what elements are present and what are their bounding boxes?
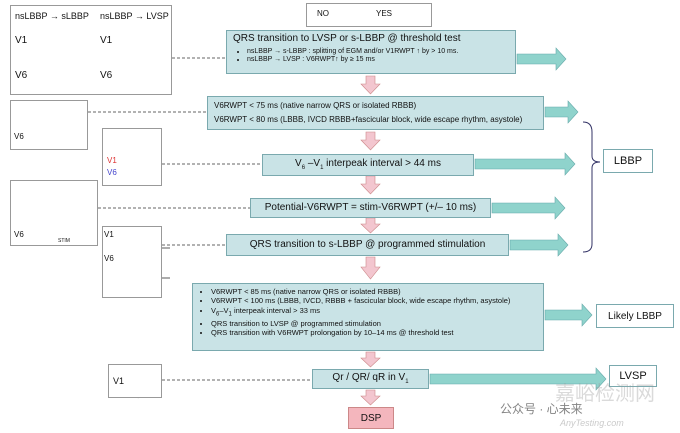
outcome-dsp: DSP bbox=[348, 407, 394, 429]
yes-arrow-step5 bbox=[509, 233, 569, 257]
panel1-lead-v1-a: V1 bbox=[15, 35, 28, 46]
no-arrow-2 bbox=[360, 131, 381, 151]
step3-box: V6 –V1 interpeak interval > 44 ms bbox=[262, 154, 474, 176]
step1-title: QRS transition to LVSP or s-LBBP @ thres… bbox=[233, 33, 461, 44]
step6-bullet-3: V6–V1 interpeak interval > 33 ms bbox=[211, 306, 539, 319]
watermark-line3: AnyTesting.com bbox=[560, 418, 624, 428]
step3-text: V6 –V1 interpeak interval > 44 ms bbox=[295, 157, 441, 171]
panel3-lead-v1: V1 bbox=[107, 156, 117, 165]
legend-yes-label: YES bbox=[376, 9, 393, 18]
step7-text: Qr / QR/ qR in V1 bbox=[332, 371, 409, 385]
step4-box: Potential-V6RWPT = stim-V6RWPT (+/– 10 m… bbox=[250, 198, 491, 218]
yes-arrow-step1 bbox=[516, 47, 567, 71]
step1-bullet-2: nsLBBP → LVSP : V6RWPT↑ by ≥ 15 ms bbox=[247, 56, 509, 65]
no-arrow-1 bbox=[360, 75, 381, 95]
yes-arrow-step6 bbox=[544, 303, 593, 327]
panel1-title-right: nsLBBP → LVSP bbox=[100, 11, 169, 21]
no-arrow-5 bbox=[360, 256, 381, 280]
step5-box: QRS transition to s-LBBP @ programmed st… bbox=[226, 234, 509, 256]
step2-line2: V6RWPT < 80 ms (LBBB, IVCD RBBB+fascicul… bbox=[214, 115, 523, 124]
yes-arrow-step7 bbox=[429, 367, 607, 391]
no-arrow-3 bbox=[360, 175, 381, 195]
no-arrow-7 bbox=[360, 389, 381, 406]
panel2-lead: V6 bbox=[14, 132, 24, 141]
ecg-panel-5 bbox=[102, 226, 162, 298]
panel4-stim: STIM bbox=[58, 238, 70, 244]
ecg-panel-6 bbox=[108, 364, 162, 398]
no-arrow-4 bbox=[360, 217, 381, 234]
panel1-lead-v6-a: V6 bbox=[15, 70, 28, 81]
step5-text: QRS transition to s-LBBP @ programmed st… bbox=[249, 238, 486, 250]
step2-box: V6RWPT < 75 ms (native narrow QRS or iso… bbox=[207, 96, 544, 130]
yes-arrow-step4 bbox=[491, 196, 566, 220]
watermark-line2: 公众号 · 心未来 bbox=[500, 402, 583, 416]
step1-bullet-1: nsLBBP → s-LBBP : splitting of EGM and/o… bbox=[247, 48, 509, 57]
panel5-lead-v6: V6 bbox=[104, 254, 114, 263]
panel3-lead-v6: V6 bbox=[107, 168, 117, 177]
outcome-likely-lbbp: Likely LBBP bbox=[596, 304, 674, 328]
watermark-line1: 嘉峪检测网 bbox=[555, 383, 655, 405]
legend-no-label: NO bbox=[317, 9, 329, 18]
ecg-panel-3 bbox=[102, 128, 162, 186]
step7-box: Qr / QR/ qR in V1 bbox=[312, 369, 429, 389]
ecg-panel-1 bbox=[10, 5, 172, 95]
step6-bullet-1: V6RWPT < 85 ms (native narrow QRS or iso… bbox=[211, 287, 539, 296]
panel5-lead-v1: V1 bbox=[104, 230, 114, 239]
panel6-lead: V1 bbox=[113, 376, 125, 386]
step4-text: Potential-V6RWPT = stim-V6RWPT (+/– 10 m… bbox=[264, 201, 477, 213]
step6-bullet-2: V6RWPT < 100 ms (LBBB, IVCD, RBBB + fasc… bbox=[211, 296, 539, 305]
outcome-lbbp: LBBP bbox=[603, 149, 653, 173]
step6-bullet-4: QRS transition to LVSP @ programmed stim… bbox=[211, 319, 539, 328]
panel4-lead: V6 bbox=[14, 230, 24, 239]
yes-arrow-step3 bbox=[474, 152, 576, 176]
panel1-lead-v1-b: V1 bbox=[100, 35, 113, 46]
step6-box: V6RWPT < 85 ms (native narrow QRS or iso… bbox=[192, 283, 544, 351]
panel1-lead-v6-b: V6 bbox=[100, 70, 113, 81]
ecg-panel-2 bbox=[10, 100, 88, 150]
no-arrow-6 bbox=[360, 351, 381, 368]
outcome-lvsp: LVSP bbox=[609, 365, 657, 387]
lbbp-brace bbox=[582, 121, 601, 253]
yes-arrow-step2 bbox=[544, 100, 579, 124]
panel1-title-left: nsLBBP → sLBBP bbox=[15, 11, 89, 21]
step1-box: QRS transition to LVSP or s-LBBP @ thres… bbox=[226, 30, 516, 74]
legend-box bbox=[306, 3, 432, 27]
step6-bullet-5: QRS transition with V6RWPT prolongation … bbox=[211, 328, 539, 337]
ecg-panel-4 bbox=[10, 180, 98, 246]
step2-line1: V6RWPT < 75 ms (native narrow QRS or iso… bbox=[214, 101, 417, 110]
